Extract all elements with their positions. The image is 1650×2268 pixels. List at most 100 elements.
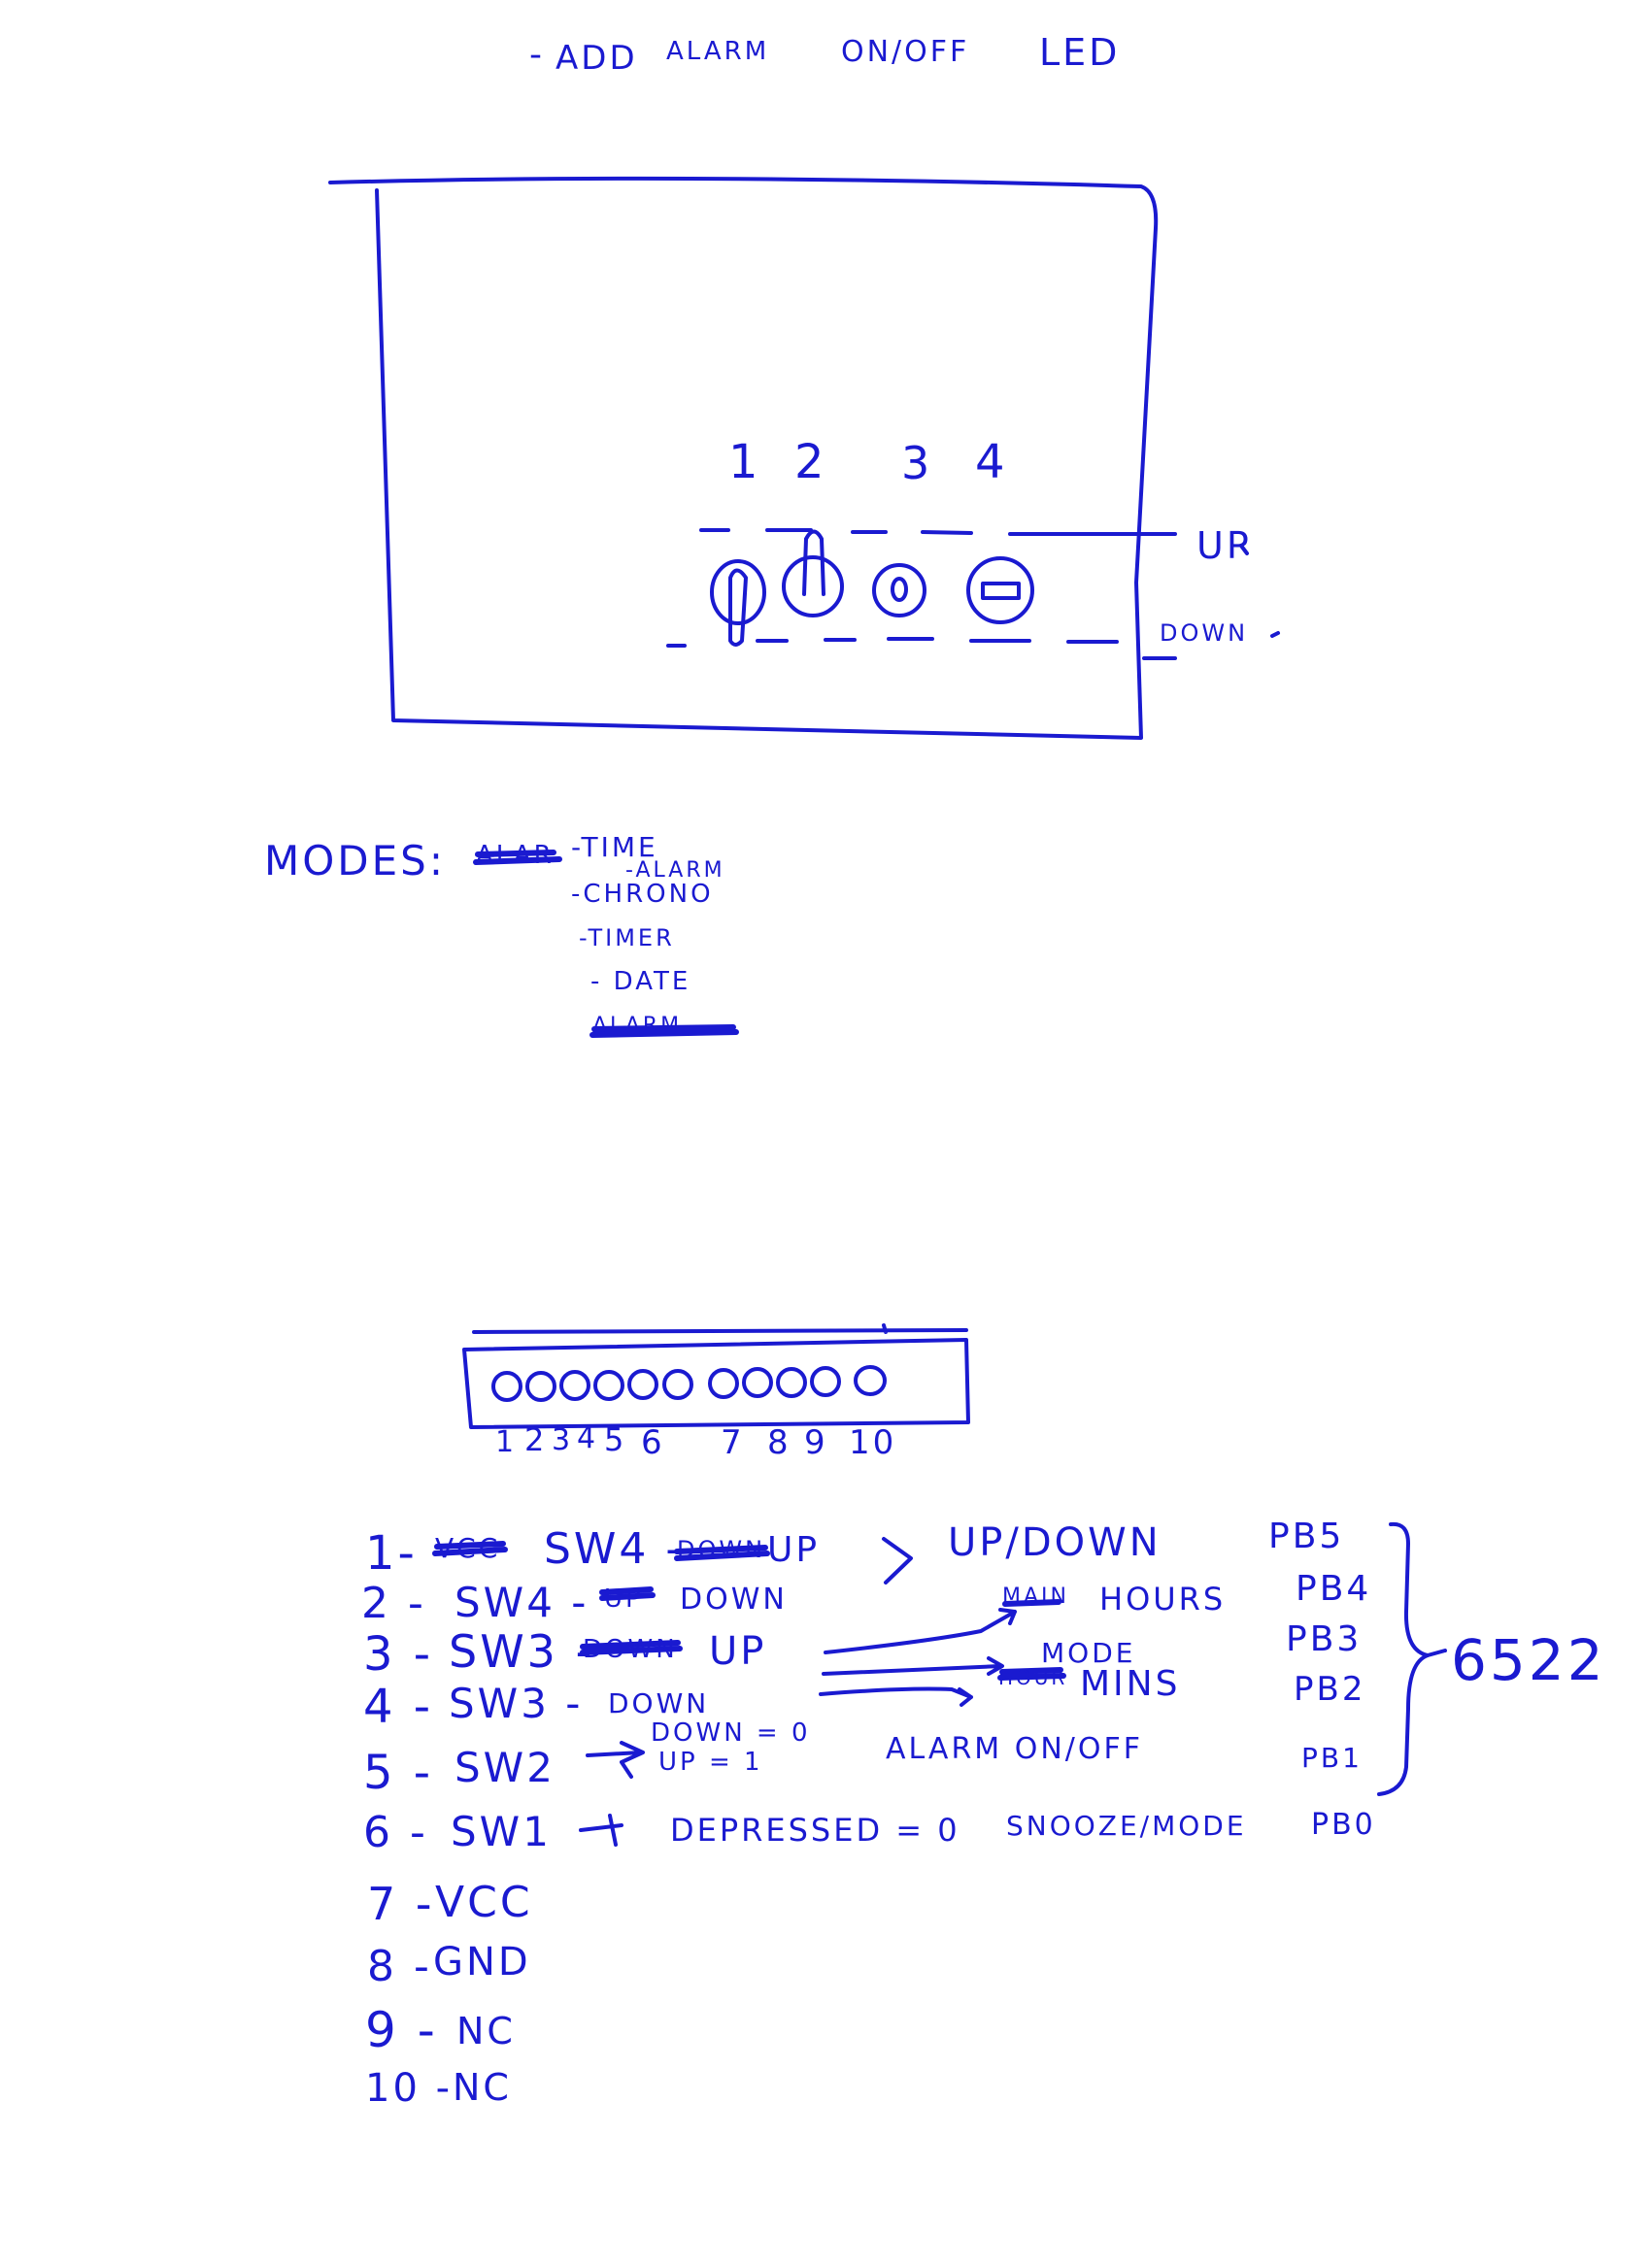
pin-row-4-num: 4 - xyxy=(363,1680,434,1734)
pin-row-5-num: 5 - xyxy=(363,1746,434,1800)
strike-down-3 xyxy=(580,1640,683,1655)
switch-1-toggle xyxy=(710,559,766,647)
note-word-onoff: ON/OFF xyxy=(841,35,970,69)
pin-row-3-state: UP xyxy=(709,1629,767,1674)
mode-item-alarm: -ALARM xyxy=(625,858,725,883)
function-hours: HOURS xyxy=(1099,1581,1227,1618)
pin-number: 10 xyxy=(849,1423,897,1462)
function-alarm: ALARM ON/OFF xyxy=(886,1732,1143,1766)
connector-drawing xyxy=(462,1323,970,1429)
pin-row-2-name: SW4 - xyxy=(455,1579,589,1626)
port-pb3: PB3 xyxy=(1286,1619,1363,1659)
pin-row-1-num: 1- xyxy=(365,1526,418,1581)
ports-brace xyxy=(1377,1521,1430,1796)
mode-item-time: -TIME xyxy=(571,831,658,863)
strike-main xyxy=(1002,1599,1061,1607)
note-word-alarm: ALARM xyxy=(666,37,770,66)
pin-row-6-state: DEPRESSED = 0 xyxy=(670,1812,960,1849)
pin-row-1-struck: VCC xyxy=(435,1532,501,1564)
panel-outline xyxy=(328,176,1159,740)
function-up-down: UP/DOWN xyxy=(948,1520,1162,1565)
mode-item-timer: -TIMER xyxy=(579,924,675,951)
switch-number-3: 3 xyxy=(901,437,933,489)
pin-row-10-name: NC xyxy=(453,2066,512,2109)
connector-pins xyxy=(491,1365,887,1402)
switch-number-4: 4 xyxy=(975,435,1008,489)
brace-arrow xyxy=(1426,1649,1447,1657)
modes-label: MODES: xyxy=(264,837,446,884)
strike-down-1 xyxy=(674,1545,770,1561)
strike-up xyxy=(599,1586,656,1601)
modes-struck-last: ALARM xyxy=(592,1014,683,1038)
strike-hour xyxy=(997,1667,1066,1681)
arrow-mins xyxy=(819,1686,973,1707)
pin-row-1-name: SW4 - xyxy=(544,1524,685,1574)
chevron-mark xyxy=(882,1537,913,1584)
arrow-sw2 xyxy=(586,1741,645,1779)
strike-vcc xyxy=(432,1541,508,1556)
pin-number: 2 xyxy=(524,1421,548,1458)
strike-alar xyxy=(473,850,562,865)
pin-row-7-num: 7 - xyxy=(367,1878,435,1930)
switch-number-1: 1 xyxy=(728,435,761,489)
function-hours-struck: MAIN xyxy=(1002,1584,1069,1609)
pin-row-6-name: SW1 xyxy=(451,1808,552,1855)
pin-row-4-state: DOWN xyxy=(608,1687,710,1719)
switch-number-2: 2 xyxy=(794,435,827,489)
pin-row-3-name: SW3 - xyxy=(449,1625,595,1678)
pin-number: 4 xyxy=(577,1421,599,1455)
up-arrow-mark xyxy=(1239,544,1249,555)
pin-number: 7 xyxy=(721,1423,745,1462)
arrow-mode xyxy=(822,1656,1004,1676)
up-dashed-line xyxy=(699,528,1177,536)
pin-row-5-state2: UP = 1 xyxy=(658,1748,763,1777)
mode-item-chrono: -CHRONO xyxy=(571,880,714,909)
pin-row-3-struck: DOWN xyxy=(583,1635,678,1664)
pin-row-10-num: 10 - xyxy=(365,2066,454,2111)
port-pb5: PB5 xyxy=(1268,1517,1345,1556)
pin-row-5-state: DOWN = 0 xyxy=(651,1718,811,1748)
port-pb1: PB1 xyxy=(1301,1742,1363,1774)
port-pb2: PB2 xyxy=(1294,1670,1366,1709)
pin-row-6-num: 6 - xyxy=(363,1808,428,1857)
pin-row-8-num: 8 - xyxy=(367,1942,432,1991)
pin-number: 8 xyxy=(767,1423,791,1462)
pin-number: 3 xyxy=(552,1423,574,1457)
down-dashed-line xyxy=(666,637,1177,660)
pin-row-1-state: UP xyxy=(767,1530,821,1570)
arrow-sw1 xyxy=(579,1814,623,1847)
arrow-hours xyxy=(824,1608,1017,1654)
pin-number: 5 xyxy=(604,1421,627,1458)
switch-4-slide xyxy=(966,556,1034,624)
down-label: DOWN xyxy=(1160,619,1249,647)
switch-3-button xyxy=(872,563,926,617)
pin-row-5-name: SW2 xyxy=(455,1744,556,1791)
note-word-led: LED xyxy=(1039,31,1121,74)
pin-number: 1 xyxy=(495,1425,518,1459)
function-mins: MINS xyxy=(1080,1664,1181,1704)
pin-row-9-num: 9 - xyxy=(365,2002,438,2058)
pin-row-8-name: GND xyxy=(433,1940,531,1984)
note-dash: - xyxy=(529,35,545,75)
pin-row-1-struck2: DOWN xyxy=(677,1536,766,1563)
function-mins-struck: HOUR xyxy=(998,1666,1068,1689)
pin-row-9-name: NC xyxy=(456,2010,516,2052)
modes-struck-first: ALAR xyxy=(476,841,555,870)
switch-2-toggle xyxy=(782,529,844,617)
pin-row-2-num: 2 - xyxy=(361,1579,426,1628)
pin-row-2-state: DOWN xyxy=(680,1583,788,1617)
port-pb4: PB4 xyxy=(1296,1569,1372,1609)
strike-alarm xyxy=(589,1024,739,1038)
port-pb0: PB0 xyxy=(1311,1808,1376,1842)
function-snooze: SNOOZE/MODE xyxy=(1006,1810,1247,1842)
mode-item-date: - DATE xyxy=(590,967,691,996)
pin-row-3-num: 3 - xyxy=(363,1627,434,1682)
note-word-add: ADD xyxy=(556,39,638,78)
chip-label: 6522 xyxy=(1451,1627,1606,1693)
pin-number: 6 xyxy=(641,1423,665,1462)
up-label: UP xyxy=(1196,524,1252,567)
down-arrow-mark xyxy=(1270,631,1280,638)
pin-row-4-name: SW3 - xyxy=(449,1680,584,1727)
pin-row-2-struck: UP xyxy=(604,1584,644,1614)
